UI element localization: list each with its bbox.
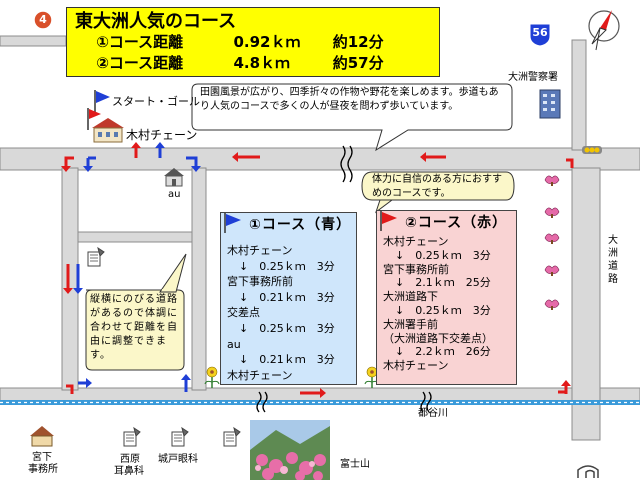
course-step-distance: ↓ 2.1ｋｍ 25分	[395, 276, 491, 290]
flag-icon	[87, 90, 110, 130]
au-label: au	[168, 189, 181, 200]
course2-panel: ②コース（赤） 木村チェーン↓ 0.25ｋｍ 3分宮下事務所前↓ 2.1ｋｍ 2…	[376, 210, 517, 385]
togawa-river	[0, 400, 640, 405]
course-step-distance: ↓ 0.25ｋｍ 3分	[239, 321, 335, 335]
course1-steps: 木村チェーン↓ 0.25ｋｍ 3分宮下事務所前↓ 0.21ｋｍ 3分交差点↓ 0…	[227, 243, 350, 383]
ozu-road-label: 大洲道路	[608, 234, 622, 286]
north-arrow-icon	[588, 10, 620, 51]
course1-panel: ①コース（青） 木村チェーン↓ 0.25ｋｍ 3分宮下事務所前↓ 0.21ｋｍ …	[220, 212, 357, 385]
course2-summary: ②コース距離 4.8ｋｍ 約57分	[75, 53, 431, 74]
course2-distance: 4.8ｋｍ	[233, 54, 291, 72]
togawa-label: 都谷川	[418, 408, 448, 419]
course2-heading: ②コース（赤）	[405, 215, 508, 231]
cross-road-horizontal	[77, 231, 193, 243]
route-badge-label: 4	[39, 13, 47, 26]
course-step-distance: ↓ 0.25ｋｍ 3分	[395, 303, 491, 317]
mid-road-vertical	[191, 167, 207, 391]
top-road-strip	[0, 35, 67, 47]
course1-time: 約12分	[332, 33, 384, 51]
ozu-road-text: 大洲道路	[608, 235, 618, 285]
callout-bubbles	[85, 83, 515, 371]
route-shield-56	[529, 23, 551, 47]
kidoganka-label: 城戸眼科	[158, 454, 198, 465]
kimura-chain-label: 木村チェーン	[126, 128, 198, 142]
au-shop-icon	[164, 168, 184, 187]
course1-distance: 0.92ｋｍ	[233, 33, 301, 51]
course-step-place: 木村チェーン	[383, 359, 449, 373]
traffic-light-icon	[582, 146, 602, 154]
title-panel: 東大洲人気のコース ①コース距離 0.92ｋｍ 約12分 ②コース距離 4.8ｋ…	[66, 7, 440, 77]
start-goal-label: スタート・ゴール	[112, 95, 200, 108]
course-step-place: 木村チェーン	[227, 368, 293, 382]
course-step-place: 大洲署手前	[383, 317, 438, 331]
route-badge-4	[33, 10, 53, 30]
flower-icon	[204, 366, 380, 388]
fujiyama-label: 富士山	[340, 459, 370, 470]
scenery-note: 田園風景が広がり、四季折々の作物や野花を楽しめます。歩道もあり人気のコースで多く…	[200, 87, 499, 112]
course1-summary: ①コース距離 0.92ｋｍ 約12分	[75, 32, 431, 53]
arch-icon	[577, 465, 599, 478]
sakura-icon	[544, 175, 560, 310]
nishihara-label-1: 西原	[120, 454, 140, 465]
course-step-distance: ↓ 0.21ｋｍ 3分	[239, 353, 335, 367]
title-heading: 東大洲人気のコース	[75, 11, 237, 32]
course-step-distance: ↓ 2.2ｋｍ 26分	[395, 345, 491, 359]
confidence-note: 体力に自信のある方におすすめのコースです。	[372, 174, 502, 199]
course-step-place: 宮下事務所前	[227, 275, 293, 289]
course-step-distance: ↓ 0.25ｋｍ 3分	[239, 259, 335, 273]
flag-icon	[380, 211, 397, 231]
route-shield-label: 56	[532, 26, 548, 39]
blue-route-arrows	[73, 142, 201, 392]
flag-icon	[224, 213, 241, 233]
red-route-arrows	[61, 142, 574, 398]
course1-header: ①コース（青）	[224, 213, 352, 237]
course-step-distance: ↓ 0.21ｋｍ 3分	[239, 290, 335, 304]
house-icon	[30, 426, 54, 447]
course2-time: 約57分	[332, 54, 384, 72]
miyashita-label-1: 宮下	[32, 452, 52, 463]
course-step-distance: ↓ 0.25ｋｍ 3分	[395, 248, 491, 262]
ozu-police-label: 大洲警察署	[508, 72, 558, 83]
course1-heading: ①コース（青）	[249, 217, 352, 233]
fujiyama-photo	[250, 420, 330, 480]
clinic-icon	[87, 246, 241, 447]
vertical-roads-note: 縦横にのびる道路があるので体調に合わせて距離を自由に調整できます。	[90, 294, 178, 361]
course-step-place: 宮下事務所前	[383, 262, 449, 276]
road-network	[0, 35, 640, 441]
course1-label: ①コース距離	[96, 33, 184, 51]
course-step-place: 大洲道路下	[383, 290, 438, 304]
road-break-marks	[256, 145, 432, 413]
building-icon	[92, 118, 124, 143]
police-building-icon	[539, 89, 561, 119]
course2-header: ②コース（赤）	[380, 211, 510, 235]
course-step-place: 木村チェーン	[383, 235, 449, 248]
course-step-place: 木村チェーン	[227, 244, 293, 257]
nishihara-label-2: 耳鼻科	[114, 466, 144, 477]
miyashita-label-2: 事務所	[28, 464, 58, 475]
course-step-place: 交差点	[227, 306, 260, 320]
course-step-place: （大洲道路下交差点）	[383, 331, 493, 345]
course-step-place: au	[227, 337, 241, 351]
course2-steps: 木村チェーン↓ 0.25ｋｍ 3分宮下事務所前↓ 2.1ｋｍ 25分大洲道路下↓…	[383, 235, 510, 373]
north-road-vertical	[571, 39, 587, 151]
ozu-road-vertical	[571, 167, 601, 441]
left-road-vertical	[61, 167, 79, 391]
course2-label: ②コース距離	[96, 54, 184, 72]
